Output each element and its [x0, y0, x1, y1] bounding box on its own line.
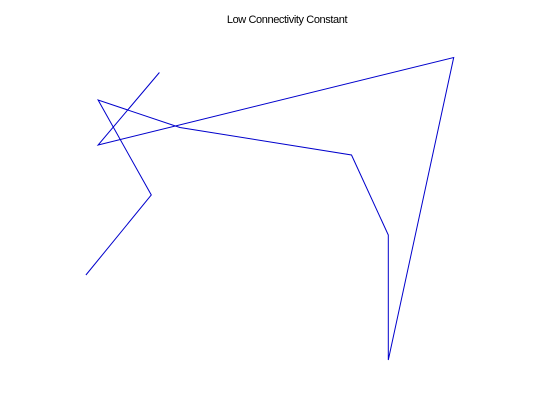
series-line-1: [85, 56, 455, 361]
chart-title: Low Connectivity Constant: [227, 14, 348, 26]
plot-area: [85, 56, 455, 361]
